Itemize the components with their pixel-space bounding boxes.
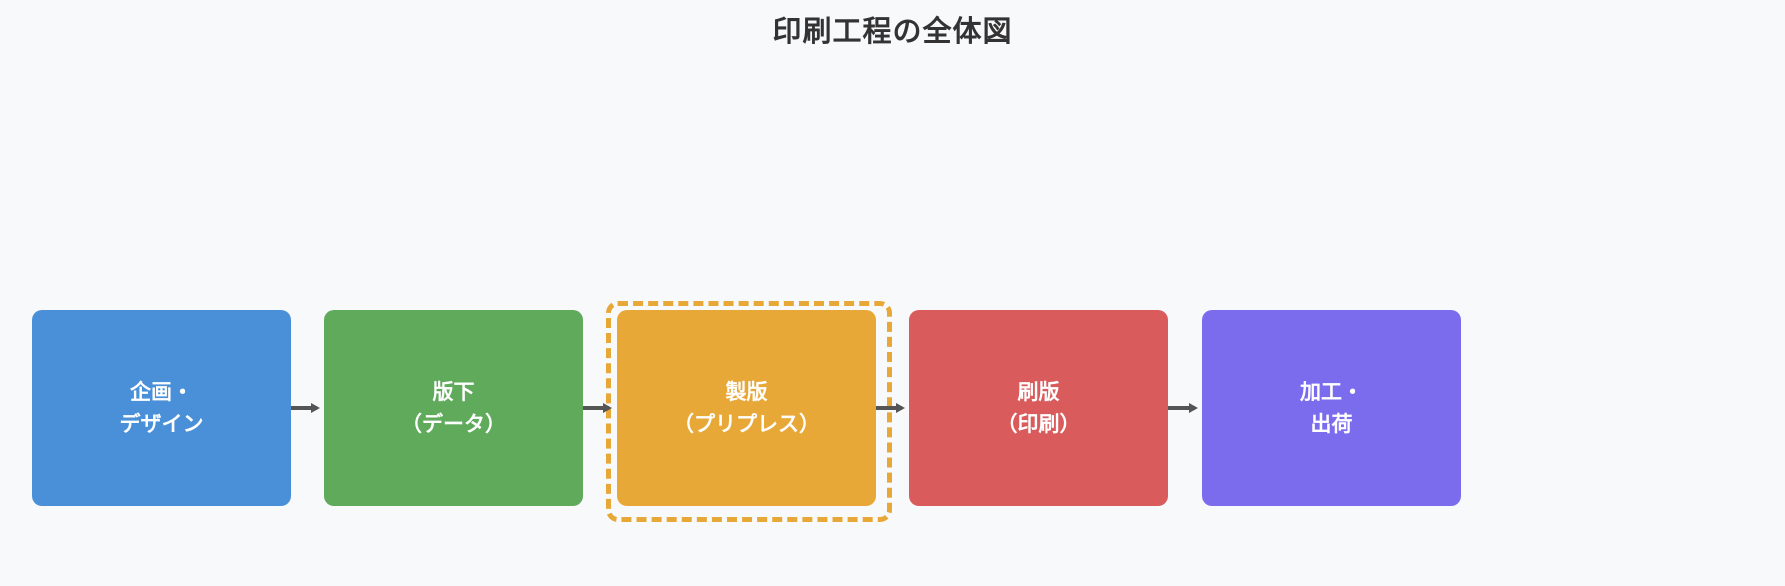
step-printing-plate: 刷版 （印刷） <box>909 310 1168 506</box>
page-title: 印刷工程の全体図 <box>772 14 1013 48</box>
step-processing-shipping: 加工・ 出荷 <box>1202 310 1461 506</box>
step-label: 企画・ デザイン <box>119 380 204 436</box>
step-label: 製版 （プリプレス） <box>673 380 820 436</box>
step-label: 加工・ 出荷 <box>1300 380 1363 436</box>
step-block-copy-data: 版下 （データ） <box>324 310 583 506</box>
step-label: 版下 （データ） <box>401 380 506 436</box>
step-label: 刷版 （印刷） <box>996 380 1081 436</box>
step-prepress: 製版 （プリプレス） <box>617 310 876 506</box>
step-planning-design: 企画・ デザイン <box>32 310 291 506</box>
